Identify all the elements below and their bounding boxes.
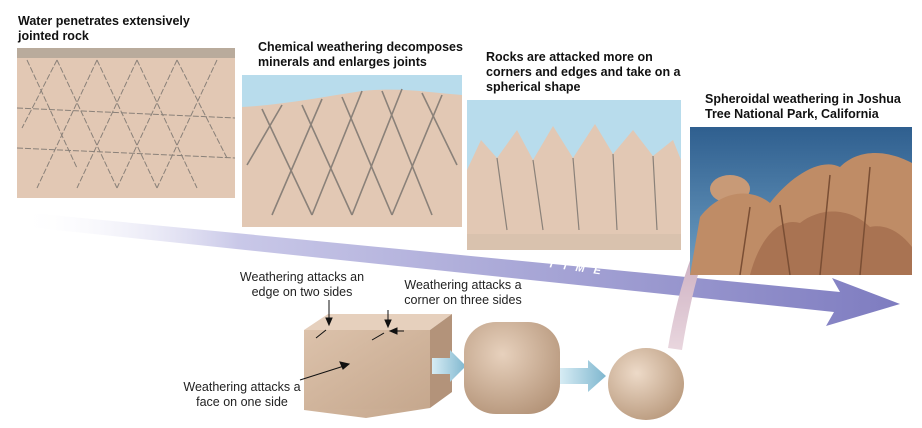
panel-joshua-tree-photo (690, 127, 912, 275)
cube-pointers (299, 300, 404, 381)
panel-jointed-rock (17, 48, 235, 198)
corner-note: Weathering attacks a corner on three sid… (404, 278, 522, 307)
stage-1-caption: Water penetrates extensively jointed roc… (18, 14, 190, 43)
flow-arrow-2 (560, 360, 606, 392)
stage-2-caption: Chemical weathering decomposes minerals … (258, 40, 463, 69)
panel-spherical-shape (467, 100, 681, 250)
rounded-block (464, 322, 560, 414)
stage-3-caption: Rocks are attacked more on corners and e… (486, 50, 681, 94)
cube-block (304, 314, 452, 418)
sphere-block (608, 348, 684, 420)
edge-note: Weathering attacks an edge on two sides (239, 270, 365, 299)
panel-chemical-weathering (242, 75, 462, 227)
flow-arrow-1 (432, 350, 466, 382)
stage-4-caption: Spheroidal weathering in Joshua Tree Nat… (705, 92, 901, 121)
time-arrow (18, 212, 900, 326)
face-note: Weathering attacks a face on one side (183, 380, 301, 409)
